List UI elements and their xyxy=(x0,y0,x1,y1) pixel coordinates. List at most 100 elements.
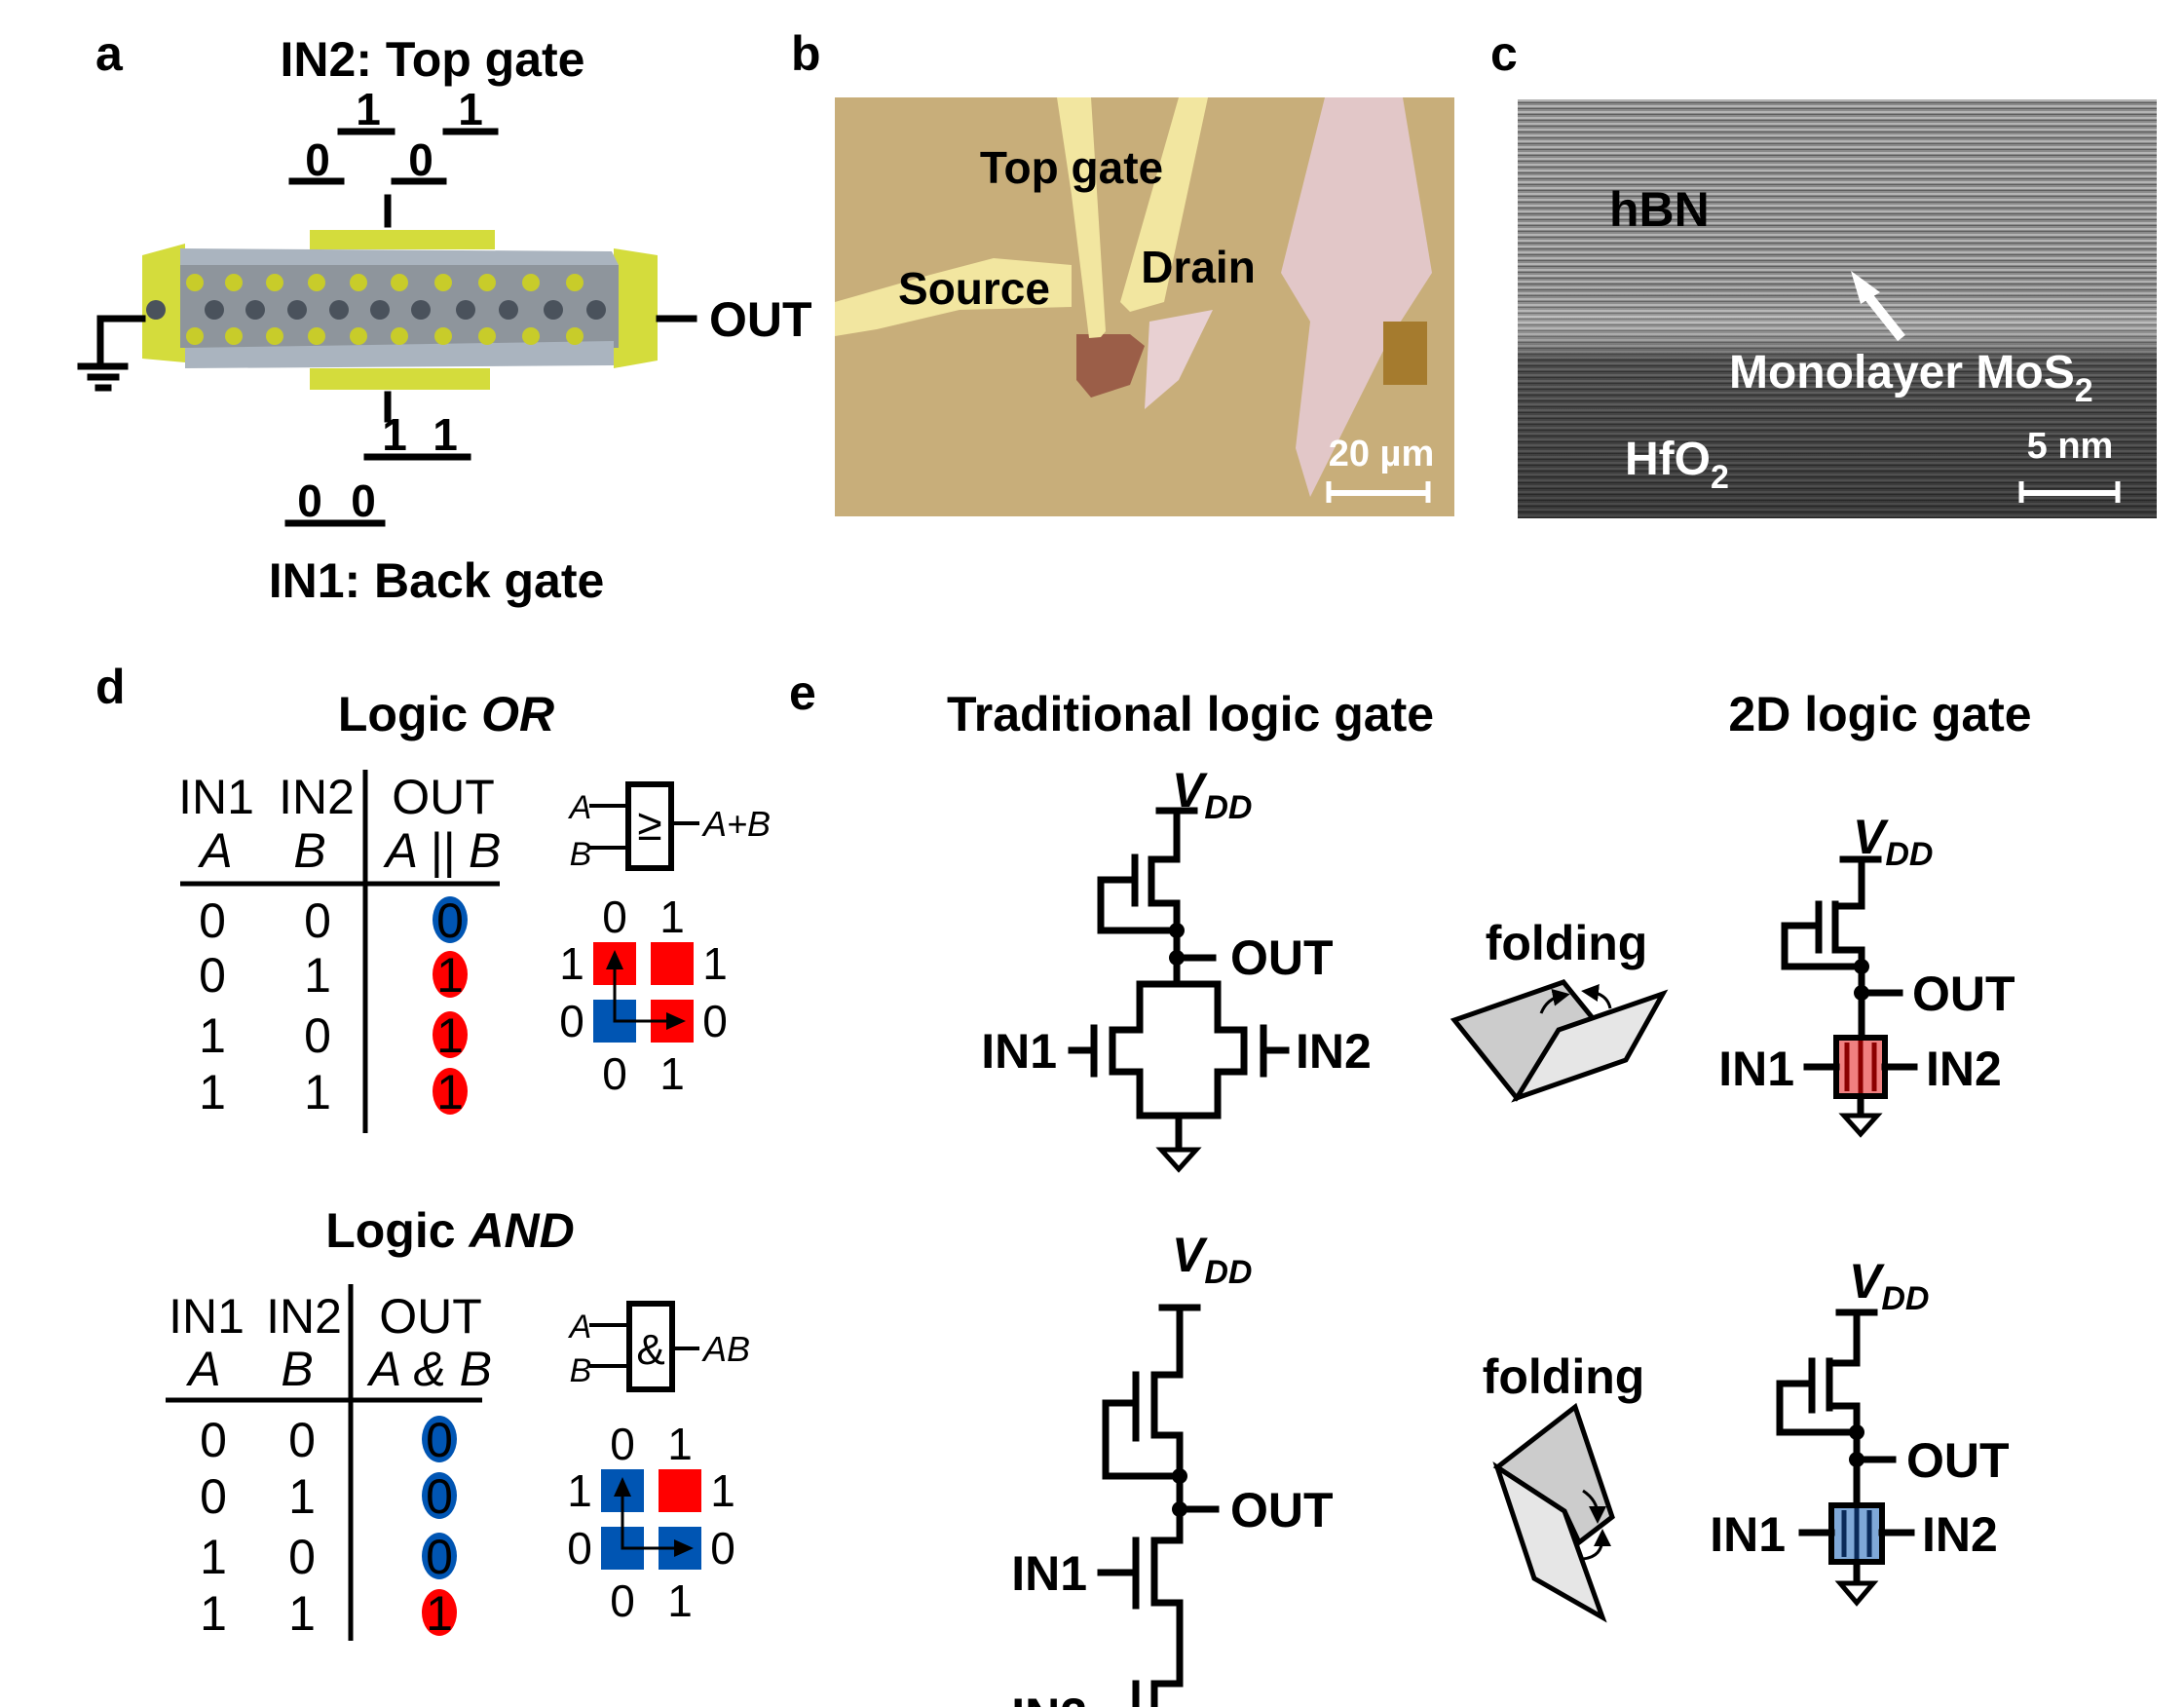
ground-symbol xyxy=(77,315,146,392)
out-label: OUT xyxy=(709,292,812,347)
vdd-label: VDD xyxy=(1172,763,1252,826)
in2-label: IN2 xyxy=(1011,1688,1087,1707)
out-label: OUT xyxy=(1906,1433,2010,1488)
kmap-axis-arrows xyxy=(621,1483,688,1550)
kmap-col-label: 0 xyxy=(602,1048,627,1099)
label-monolayer-mos2: Monolayer MoS2 xyxy=(1729,347,2093,409)
kmap-col-label: 1 xyxy=(667,1575,693,1626)
gate-symbol-label: & xyxy=(636,1326,664,1374)
label-hfo2: HfO2 xyxy=(1625,434,1729,496)
header-in1: IN1 xyxy=(178,770,254,824)
twod-and-circuit: VDD OUT IN1 IN2 xyxy=(1710,1254,2010,1607)
in2-label: IN2 xyxy=(1296,1024,1372,1079)
header-out: OUT xyxy=(379,1289,482,1344)
header-b: B xyxy=(281,1342,313,1396)
and-title: Logic AND xyxy=(325,1203,575,1258)
label-source: Source xyxy=(898,263,1050,314)
gate-input-a: A xyxy=(568,789,592,826)
gate-output: AB xyxy=(701,1329,750,1369)
panel-c: c hBN Monolayer MoS2 HfO2 5 nm xyxy=(1490,26,2157,518)
in1-label: IN1 xyxy=(1710,1507,1786,1562)
waveform-bit: 1 xyxy=(458,84,483,134)
kmap-col-label: 1 xyxy=(659,1048,685,1099)
kmap-col-label: 0 xyxy=(610,1419,635,1469)
panel-label-e: e xyxy=(789,665,816,720)
kmap-row-label: 1 xyxy=(559,938,584,989)
kmap-row-label: 0 xyxy=(567,1523,592,1574)
arrow-up-icon xyxy=(614,1477,631,1497)
top-gate-label: IN2: Top gate xyxy=(281,32,585,87)
cell-out: 1 xyxy=(436,1065,464,1119)
gate-input-b: B xyxy=(570,836,592,873)
tem-image xyxy=(1518,99,2157,518)
cell-a: 0 xyxy=(199,893,226,948)
gate-input-a: A xyxy=(568,1309,592,1346)
cell-out: 0 xyxy=(426,1530,453,1584)
cell-b: 1 xyxy=(304,948,331,1003)
waveform-bit: 0 xyxy=(351,475,376,526)
flake xyxy=(1281,97,1432,497)
vdd-label: VDD xyxy=(1172,1228,1252,1291)
and-gate-symbol: & A B AB xyxy=(568,1301,750,1392)
folding-label: folding xyxy=(1483,1349,1645,1404)
out-label: OUT xyxy=(1230,1483,1334,1537)
cell-b: 0 xyxy=(288,1530,316,1584)
in2-label: IN2 xyxy=(1926,1042,2002,1096)
cell-a: 0 xyxy=(200,1413,227,1467)
output-dot xyxy=(433,1068,468,1115)
panel-a: a IN2: Top gate 0 1 0 1 xyxy=(77,26,812,608)
out-label: OUT xyxy=(1912,967,2015,1021)
cell-b: 0 xyxy=(304,1008,331,1063)
panel-label-a: a xyxy=(95,26,124,81)
waveform-bit: 1 xyxy=(356,84,381,134)
or-title: Logic OR xyxy=(338,687,554,741)
label-hbn: hBN xyxy=(1609,182,1710,237)
vdd-label: VDD xyxy=(1853,810,1933,873)
header-out: OUT xyxy=(392,770,495,824)
cell-a: 0 xyxy=(199,948,226,1003)
cell-b: 0 xyxy=(288,1413,316,1467)
scale-bar-label: 5 nm xyxy=(2027,426,2114,467)
top-gate-electrode xyxy=(310,230,495,249)
output-dot xyxy=(422,1416,457,1462)
cell-b: 1 xyxy=(288,1469,316,1524)
out-label: OUT xyxy=(1230,930,1334,985)
waveform-bit: 0 xyxy=(408,134,433,185)
ground-icon xyxy=(1838,1113,1883,1138)
header-expr: A & B xyxy=(366,1342,492,1396)
kmap-row-label: 1 xyxy=(710,1465,735,1516)
cell-out: 1 xyxy=(426,1586,453,1641)
waveform-bit: 0 xyxy=(305,134,330,185)
cell-a: 1 xyxy=(200,1530,227,1584)
folding-icon: folding xyxy=(1483,1349,1645,1623)
arrow-right-icon xyxy=(674,1539,694,1557)
back-gate-label: IN1: Back gate xyxy=(269,553,605,608)
in2-label: IN2 xyxy=(1922,1507,1998,1562)
traditional-and-circuit: VDD OUT IN1 IN2 xyxy=(1011,1228,1334,1707)
header-in1: IN1 xyxy=(169,1289,245,1344)
scale-bar-label: 20 µm xyxy=(1329,434,1435,474)
in1-label: IN1 xyxy=(981,1024,1057,1079)
drain-contact xyxy=(1120,97,1208,312)
table-row: 1 0 0 xyxy=(200,1530,457,1584)
label-top-gate: Top gate xyxy=(980,142,1163,193)
back-gate-waveform: 0 0 1 1 xyxy=(284,391,471,527)
top-dielectric xyxy=(180,248,619,265)
label-drain: Drain xyxy=(1141,242,1256,292)
kmap-cell xyxy=(659,1469,701,1512)
waveform-bit: 1 xyxy=(382,409,407,460)
output-dot xyxy=(433,896,468,943)
pad xyxy=(1383,322,1427,385)
gate-output: A+B xyxy=(701,804,771,844)
vdd-label: VDD xyxy=(1849,1254,1929,1317)
header-a: A xyxy=(185,1342,220,1396)
header-in2: IN2 xyxy=(279,770,355,824)
output-dot xyxy=(422,1472,457,1519)
